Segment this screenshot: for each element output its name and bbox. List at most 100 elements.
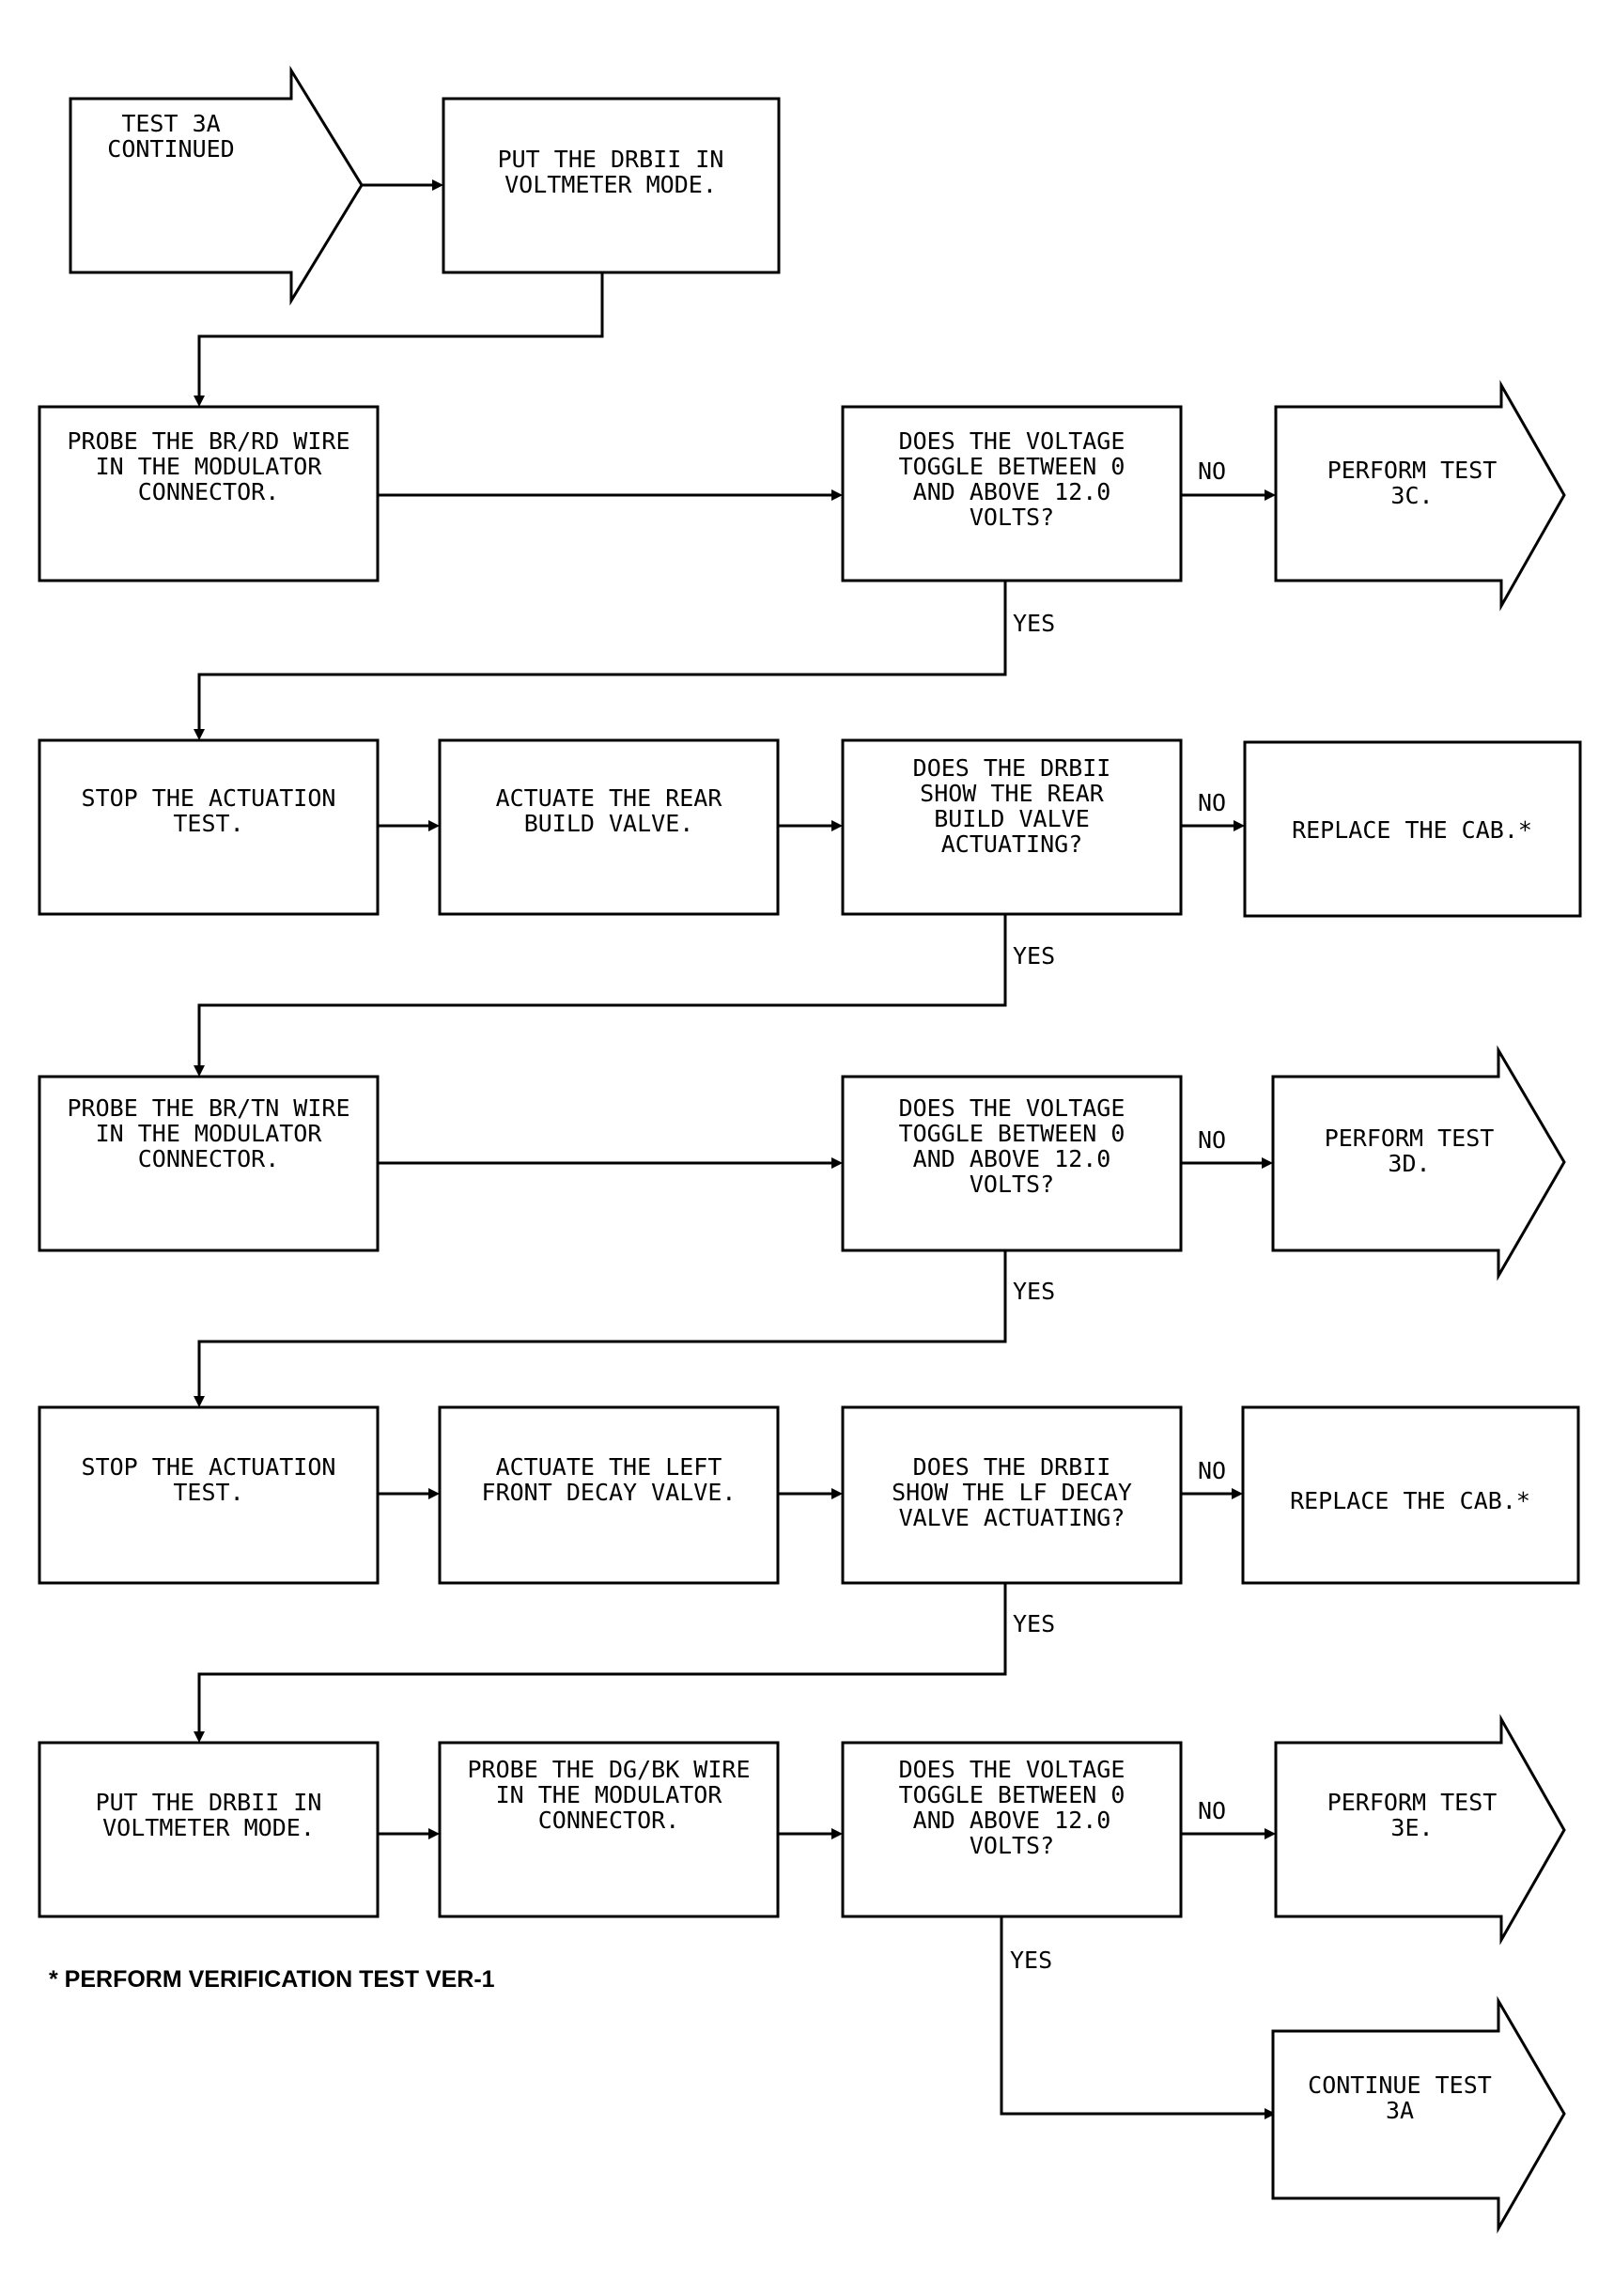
- text-line: TOGGLE BETWEEN 0: [899, 1781, 1125, 1808]
- text-line: FRONT DECAY VALVE.: [482, 1479, 737, 1506]
- text-line: VOLTS?: [970, 1832, 1054, 1859]
- arrowhead: [194, 1731, 205, 1743]
- arrowhead: [1234, 820, 1245, 831]
- text-line: IN THE MODULATOR: [96, 1120, 323, 1147]
- text-line: DOES THE DRBII: [913, 1453, 1111, 1481]
- text-line: SHOW THE LF DECAY: [892, 1479, 1132, 1506]
- text-line: TOGGLE BETWEEN 0: [899, 1120, 1125, 1147]
- text-line: VOLTMETER MODE.: [102, 1814, 315, 1841]
- text-line: PROBE THE DG/BK WIRE: [467, 1756, 750, 1783]
- arrowhead: [831, 1488, 843, 1499]
- arrowhead: [1262, 1157, 1273, 1169]
- step-put-drbii-voltmeter-mode-2: [38, 1741, 380, 1918]
- text-line: REPLACE THE CAB.*: [1292, 816, 1532, 844]
- decision-voltage-toggle-1: [841, 405, 1183, 582]
- yes-label: YES: [1013, 610, 1055, 637]
- step-stop-actuation-test-2: [38, 1405, 380, 1585]
- text-line: VOLTS?: [970, 1171, 1054, 1198]
- result-arrow-perform-test-3d: [1271, 1045, 1566, 1281]
- text-line: PERFORM TEST: [1325, 1125, 1495, 1152]
- step-probe-br-rd-wire: [38, 405, 380, 582]
- decision-voltage-toggle-3: [841, 1741, 1183, 1918]
- text-line: AND ABOVE 12.0: [913, 1145, 1111, 1172]
- text-line: BUILD VALVE: [934, 805, 1090, 832]
- no-label: NO: [1198, 458, 1226, 485]
- arrowhead: [428, 820, 440, 831]
- text-line: VOLTS?: [970, 504, 1054, 531]
- text-line: PERFORM TEST: [1327, 1789, 1498, 1816]
- text-line: PERFORM TEST: [1327, 457, 1498, 484]
- step-put-drbii-voltmeter-mode: [442, 97, 781, 274]
- yes-label: YES: [1013, 1610, 1055, 1637]
- no-label: NO: [1198, 1457, 1226, 1484]
- text-line: TEST.: [173, 810, 243, 837]
- text-line: TEST 3A: [121, 110, 220, 137]
- text-line: PROBE THE BR/TN WIRE: [67, 1094, 349, 1122]
- text-line: CONTINUE TEST: [1308, 2071, 1492, 2099]
- text-line: ACTUATING?: [941, 830, 1083, 858]
- text-line: AND ABOVE 12.0: [913, 1807, 1111, 1834]
- yes-label: YES: [1010, 1947, 1052, 1974]
- text-line: PUT THE DRBII IN: [96, 1789, 322, 1816]
- step-actuate-left-front-decay-valve: [438, 1405, 780, 1585]
- no-label: NO: [1198, 789, 1226, 816]
- text-line: PROBE THE BR/RD WIRE: [67, 427, 349, 455]
- text-line: TOGGLE BETWEEN 0: [899, 453, 1125, 480]
- arrowhead: [428, 1488, 440, 1499]
- text-line: CONNECTOR.: [538, 1807, 680, 1834]
- text-line: SHOW THE REAR: [920, 780, 1105, 807]
- text-line: VOLTMETER MODE.: [504, 171, 717, 198]
- text-line: AND ABOVE 12.0: [913, 478, 1111, 505]
- text-line: VALVE ACTUATING?: [899, 1504, 1125, 1531]
- result-arrow-perform-test-3c: [1274, 380, 1566, 612]
- result-replace-cab-1-text: REPLACE THE CAB.*: [1292, 816, 1532, 844]
- text-line: TEST.: [173, 1479, 243, 1506]
- decision-rear-build-actuating: [841, 738, 1183, 916]
- text-line: ACTUATE THE REAR: [496, 784, 723, 812]
- text-line: BUILD VALVE.: [524, 810, 694, 837]
- arrowhead: [831, 1828, 843, 1839]
- text-line: CONTINUED: [107, 135, 234, 163]
- arrowhead: [194, 729, 205, 740]
- text-line: STOP THE ACTUATION: [82, 1453, 336, 1481]
- yes-label: YES: [1013, 942, 1055, 970]
- arrowhead: [1265, 489, 1276, 501]
- step-probe-br-tn-wire: [38, 1075, 380, 1252]
- arrowhead: [428, 1828, 440, 1839]
- start-arrow-test-3a-continued: [69, 65, 364, 306]
- result-replace-cab-1: [1243, 740, 1582, 918]
- arrowhead: [1265, 2108, 1276, 2119]
- decision-voltage-toggle-2: [841, 1075, 1183, 1252]
- text-line: CONNECTOR.: [138, 478, 280, 505]
- result-arrow-perform-test-3e: [1274, 1714, 1566, 1946]
- decision-lf-decay-actuating: [841, 1405, 1183, 1585]
- text-line: 3C.: [1390, 482, 1433, 509]
- text-line: STOP THE ACTUATION: [82, 784, 336, 812]
- result-replace-cab-2-text: REPLACE THE CAB.*: [1290, 1487, 1530, 1514]
- arrowhead: [194, 1065, 205, 1077]
- arrowhead: [1265, 1828, 1276, 1839]
- step-probe-dg-bk-wire: [438, 1741, 780, 1918]
- text-line: DOES THE VOLTAGE: [899, 1756, 1125, 1783]
- text-line: PUT THE DRBII IN: [498, 146, 724, 173]
- text-line: CONNECTOR.: [138, 1145, 280, 1172]
- text-line: IN THE MODULATOR: [496, 1781, 723, 1808]
- no-label: NO: [1198, 1797, 1226, 1824]
- arrowhead: [831, 820, 843, 831]
- arrowhead: [194, 1396, 205, 1407]
